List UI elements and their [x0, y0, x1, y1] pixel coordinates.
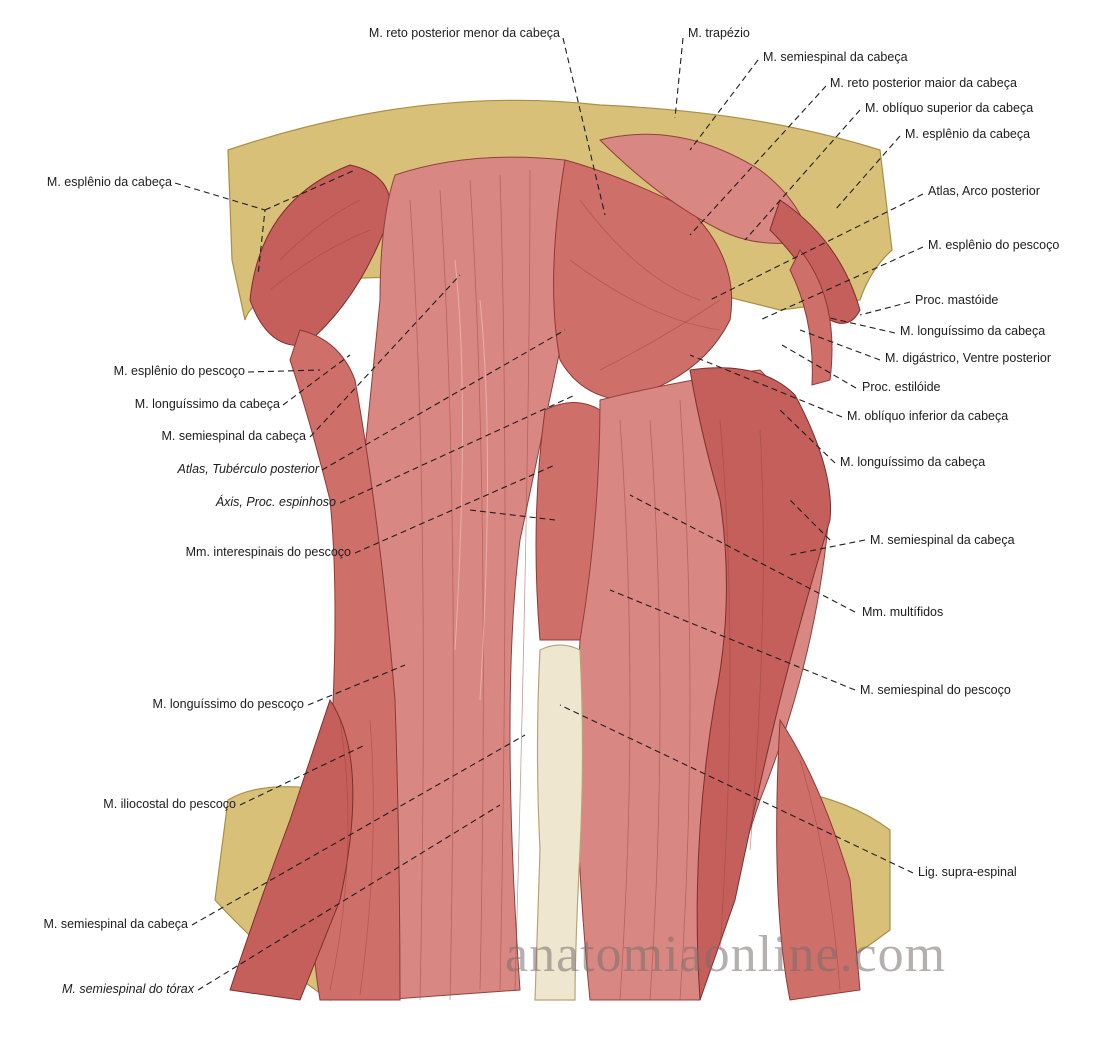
left-outer-column-shape — [229, 698, 354, 1001]
label-semiespinal-torax: M. semiespinal do tórax — [61, 982, 194, 996]
label-trapezio: M. trapézio — [688, 26, 750, 40]
label-longuissimo-cabeca-r1: M. longuíssimo da cabeça — [900, 324, 1046, 338]
watermark-text: anatomiaonline.com — [505, 926, 947, 983]
label-proc-mastoide: Proc. mastóide — [915, 293, 999, 307]
label-esplenio-cabeca-right: M. esplênio da cabeça — [905, 127, 1031, 141]
label-atlas-arco-posterior: Atlas, Arco posterior — [928, 184, 1040, 198]
label-iliocostal-pescoco: M. iliocostal do pescoço — [103, 797, 236, 811]
label-semiespinal-pescoco: M. semiespinal do pescoço — [860, 683, 1011, 697]
label-lig-supra-espinal: Lig. supra-espinal — [918, 865, 1017, 879]
label-reto-posterior-menor: M. reto posterior menor da cabeça — [368, 26, 560, 40]
label-multifidos: Mm. multífidos — [862, 605, 944, 619]
label-axis-proc-espinhoso: Áxis, Proc. espinhoso — [215, 495, 336, 509]
label-esplenio-pescoco-left: M. esplênio do pescoço — [113, 364, 245, 378]
right-longissimus-strip-shape — [789, 249, 833, 386]
label-obliquo-inferior: M. oblíquo inferior da cabeça — [847, 409, 1009, 423]
label-obliquo-superior: M. oblíquo superior da cabeça — [865, 101, 1034, 115]
label-interespinais: Mm. interespinais do pescoço — [185, 545, 351, 559]
label-atlas-tuberculo: Atlas, Tubérculo posterior — [177, 462, 320, 476]
label-longuissimo-cabeca-r2: M. longuíssimo da cabeça — [840, 455, 986, 469]
label-digastrico: M. digástrico, Ventre posterior — [885, 351, 1052, 365]
label-esplenio-pescoco-right: M. esplênio do pescoço — [928, 238, 1060, 252]
label-proc-estiloide: Proc. estilóide — [862, 380, 941, 394]
right-outer-column-shape — [776, 718, 861, 1001]
label-semiespinal-cabeca-top: M. semiespinal da cabeça — [763, 50, 908, 64]
leader-lines — [174, 37, 924, 991]
supraspinous-ligament-shape — [534, 644, 584, 1001]
fiber-striations — [269, 169, 841, 1001]
label-longuissimo-cabeca-left: M. longuíssimo da cabeça — [134, 397, 280, 411]
label-semiespinal-cabeca-left: M. semiespinal da cabeça — [161, 429, 306, 443]
label-longuissimo-pescoco: M. longuíssimo do pescoço — [152, 697, 304, 711]
label-esplenio-cabeca-left: M. esplênio da cabeça — [46, 175, 172, 189]
label-semiespinal-cabeca-right: M. semiespinal da cabeça — [870, 533, 1015, 547]
label-semiespinal-cabeca-bottom: M. semiespinal da cabeça — [43, 917, 188, 931]
label-reto-posterior-maior: M. reto posterior maior da cabeça — [830, 76, 1017, 90]
